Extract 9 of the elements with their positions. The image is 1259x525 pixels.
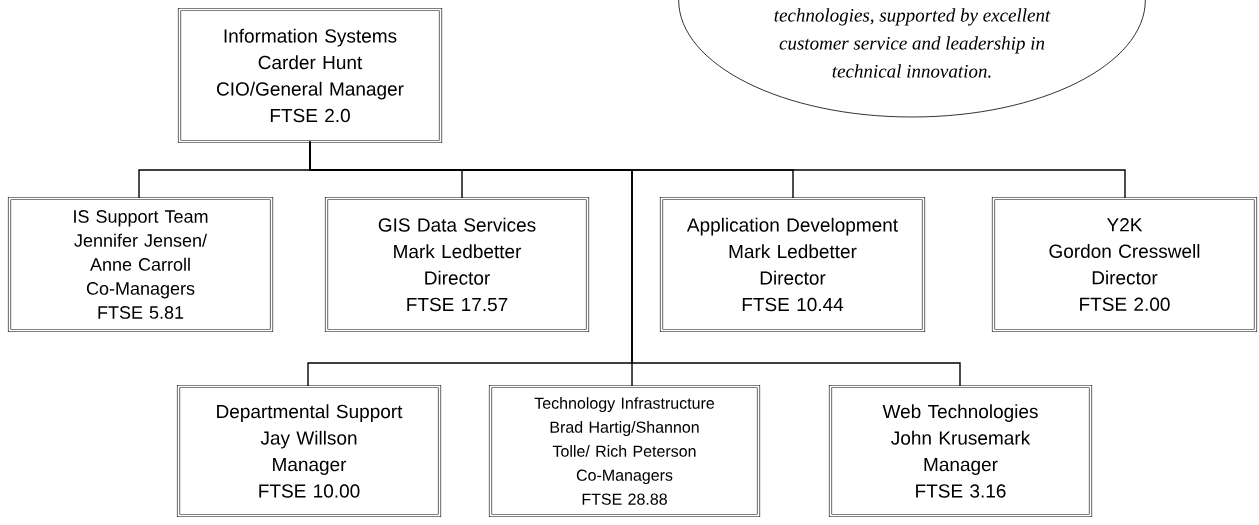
org-box: Departmental Support Jay Willson Manager FTSE 10.00 bbox=[176, 384, 442, 518]
org-box: Web Technologies John Krusemark Manager FTSE 3.16 bbox=[828, 384, 1093, 518]
org-box: GIS Data Services Mark Ledbetter Director FTSE 17.57 bbox=[324, 196, 590, 333]
org-box: IS Support Team Jennifer Jensen/ Anne Carroll Co-Managers FTSE 5.81 bbox=[7, 196, 274, 333]
org-box: Information Systems Carder Hunt CIO/General Manager FTSE 2.0 bbox=[177, 7, 443, 144]
org-box: Application Development Mark Ledbetter Director FTSE 10.44 bbox=[659, 196, 926, 333]
connector-line bbox=[309, 141, 961, 387]
org-box: Y2K Gordon Cresswell Director FTSE 2.00 bbox=[991, 196, 1258, 333]
org-box: Technology Infrastructure Brad Hartig/Shannon Tolle/ Rich Peterson Co-Managers FTSE 28.88 bbox=[488, 384, 761, 518]
